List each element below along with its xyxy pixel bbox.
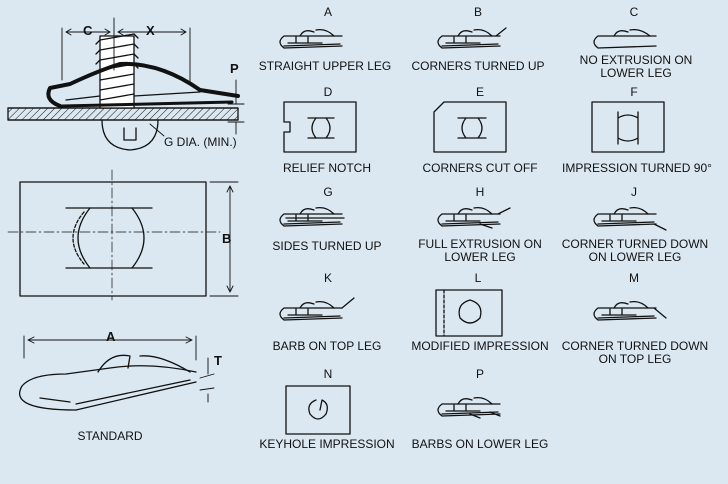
variant-G-label: SIDES TURNED UP [272, 239, 382, 253]
variant-C-label: NO EXTRUSION ON LOWER LEG [579, 53, 693, 80]
variant-K-letter: K [323, 271, 332, 285]
variant-N-art [285, 385, 351, 435]
standard-side [19, 335, 215, 411]
variant-M-art [593, 300, 667, 321]
variant-A-label: STRAIGHT UPPER LEG [258, 59, 392, 73]
variant-E-letter: E [475, 85, 484, 99]
dim-B: B [222, 231, 232, 246]
variant-K-label: BARB ON TOP LEG [272, 339, 382, 353]
variant-M-letter: M [629, 271, 639, 285]
variant-F-letter: F [630, 85, 638, 99]
variant-M-label: CORNER TURNED DOWN ON TOP LEG [561, 339, 709, 366]
variant-L-art [435, 289, 503, 337]
variant-J-letter: J [631, 185, 637, 199]
variant-E-art [433, 101, 507, 153]
variant-P-letter: P [475, 367, 484, 381]
variant-C-art [593, 28, 657, 49]
variant-L-letter: L [474, 271, 482, 285]
variant-J-label: CORNER TURNED DOWN ON LOWER LEG [561, 237, 709, 264]
variant-H-letter: H [475, 185, 485, 199]
standard-label: STANDARD [77, 429, 143, 443]
variant-G-art [279, 206, 345, 227]
variant-D-art [283, 101, 357, 153]
dim-T: T [214, 353, 222, 368]
dim-A: A [106, 329, 116, 344]
variant-C-letter: C [629, 5, 639, 19]
variant-H-art [437, 206, 511, 229]
variant-K-art [279, 297, 355, 321]
variant-N-label: KEYHOLE IMPRESSION [259, 437, 395, 451]
variant-P-art [437, 396, 501, 419]
variant-E-label: CORNERS CUT OFF [422, 161, 538, 175]
variant-P-label: BARBS ON LOWER LEG [411, 437, 549, 451]
variant-D-label: RELIEF NOTCH [282, 161, 371, 175]
variant-F-art [591, 101, 665, 153]
variant-H-label: FULL EXTRUSION ON LOWER LEG [418, 237, 542, 264]
variant-A-art [279, 28, 343, 49]
assembly-section [7, 17, 245, 151]
variant-J-art [593, 206, 667, 231]
flat-blank [7, 169, 239, 301]
variant-B-label: CORNERS TURNED UP [411, 59, 545, 73]
variant-N-letter: N [323, 367, 333, 381]
dim-P: P [230, 61, 239, 76]
variant-G-letter: G [323, 185, 333, 199]
variant-B-art [437, 27, 507, 49]
variant-B-letter: B [473, 5, 482, 19]
variant-L-label: MODIFIED IMPRESSION [411, 339, 549, 353]
dim-X: X [146, 23, 155, 38]
variant-D-letter: D [323, 85, 333, 99]
dim-G: G DIA. (MIN.) [164, 135, 237, 149]
dim-C: C [83, 23, 93, 38]
variant-A-letter: A [323, 5, 332, 19]
variant-F-label: IMPRESSION TURNED 90° [562, 161, 712, 175]
